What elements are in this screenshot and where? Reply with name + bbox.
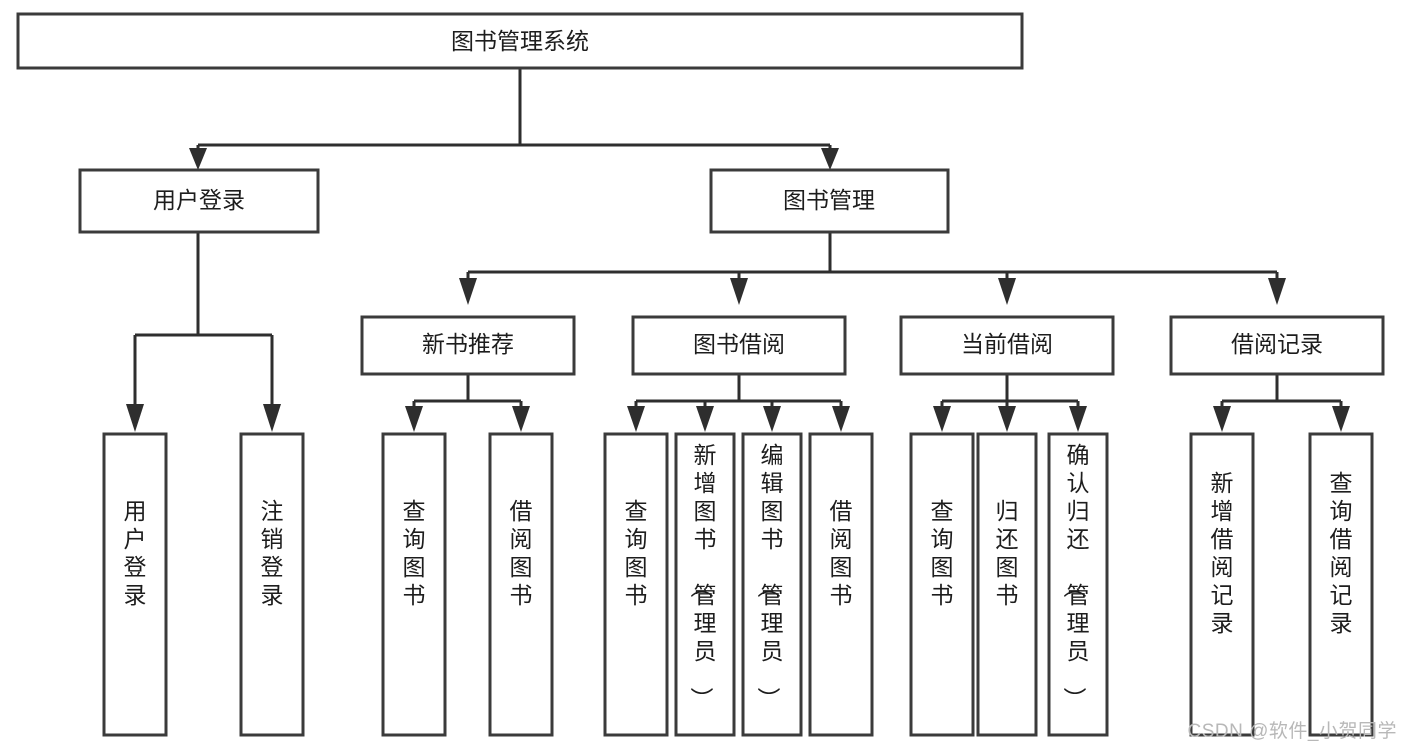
node-leaf-query-record[interactable]: 查询借阅记录	[1308, 432, 1374, 737]
arrowhead-leaf-query-book-3	[933, 406, 951, 432]
node-leaf-user-login-box[interactable]	[102, 432, 168, 737]
node-leaf-edit-book-label: 编辑图书（管理员）	[756, 442, 784, 710]
node-root-label: 图书管理系统	[451, 28, 589, 54]
node-leaf-borrow-book-1-box[interactable]	[488, 432, 554, 737]
node-book-manage-label: 图书管理	[783, 187, 875, 213]
node-user-login-label: 用户登录	[153, 187, 245, 213]
node-leaf-query-book-2[interactable]: 查询图书	[603, 432, 669, 737]
node-current-borrow[interactable]: 当前借阅	[899, 315, 1115, 376]
node-book-manage-box[interactable]	[709, 168, 950, 234]
node-leaf-return-book-box[interactable]	[976, 432, 1038, 737]
arrowhead-leaf-edit-book	[763, 406, 781, 432]
arrowhead-leaf-return-book	[998, 406, 1016, 432]
node-borrow-record[interactable]: 借阅记录	[1169, 315, 1385, 376]
arrowhead-leaf-borrow-book-1	[512, 406, 530, 432]
node-leaf-query-book-1-box[interactable]	[381, 432, 447, 737]
node-new-book-recommend-label: 新书推荐	[422, 331, 514, 357]
arrowhead-leaf-user-logout	[263, 404, 281, 432]
node-leaf-borrow-book-2[interactable]: 借阅图书	[808, 432, 874, 737]
node-current-borrow-box[interactable]	[899, 315, 1115, 376]
arrowhead-leaf-user-login	[126, 404, 144, 432]
node-leaf-query-record-box[interactable]	[1308, 432, 1374, 737]
node-leaf-query-book-1[interactable]: 查询图书	[381, 432, 447, 737]
node-leaf-add-book[interactable]: 新增图书（管理员）	[674, 432, 736, 737]
node-leaf-user-login[interactable]: 用户登录	[102, 432, 168, 737]
node-leaf-borrow-book-2-box[interactable]	[808, 432, 874, 737]
node-leaf-user-logout-label: 注销登录	[261, 498, 284, 608]
node-leaf-confirm-return[interactable]: 确认归还（管理员）	[1047, 432, 1109, 737]
arrowhead-leaf-borrow-book-2	[832, 406, 850, 432]
node-leaf-confirm-return-label: 确认归还（管理员）	[1062, 442, 1090, 710]
arrowhead-leaf-query-book-1	[405, 406, 423, 432]
arrowhead-leaf-query-book-2	[627, 406, 645, 432]
arrowhead-root-to-user-login	[189, 148, 207, 170]
arrowhead-leaf-query-record	[1332, 406, 1350, 432]
node-leaf-add-book-label: 新增图书（管理员）	[689, 442, 717, 710]
node-leaf-query-book-3-box[interactable]	[909, 432, 975, 737]
node-new-book-recommend-box[interactable]	[360, 315, 576, 376]
edges-layer	[126, 68, 1350, 432]
node-leaf-query-book-2-label: 查询图书	[625, 498, 648, 608]
node-leaf-borrow-book-1[interactable]: 借阅图书	[488, 432, 554, 737]
arrowhead-borrow-record	[1268, 278, 1286, 305]
nodes-layer: 图书管理系统 用户登录 图书管理 新书推荐 图书借阅 当前	[16, 12, 1385, 737]
arrowhead-current-borrow	[998, 278, 1016, 305]
node-leaf-borrow-book-2-label: 借阅图书	[830, 498, 853, 608]
node-leaf-return-book[interactable]: 归还图书	[976, 432, 1038, 737]
arrowhead-leaf-add-record	[1213, 406, 1231, 432]
node-leaf-user-login-label: 用户登录	[124, 498, 147, 608]
node-leaf-edit-book-box[interactable]	[741, 432, 803, 737]
node-leaf-confirm-return-box[interactable]	[1047, 432, 1109, 737]
node-leaf-borrow-book-1-label: 借阅图书	[510, 498, 533, 608]
node-leaf-query-book-1-label: 查询图书	[403, 498, 426, 608]
arrowhead-new-book-recommend	[459, 278, 477, 305]
node-root-box[interactable]	[16, 12, 1024, 70]
node-current-borrow-label: 当前借阅	[961, 331, 1053, 357]
node-leaf-add-record-label: 新增借阅记录	[1211, 470, 1234, 636]
node-borrow-record-box[interactable]	[1169, 315, 1385, 376]
watermark: CSDN @软件_小贺同学	[1187, 721, 1397, 742]
node-leaf-user-logout-box[interactable]	[239, 432, 305, 737]
node-leaf-edit-book[interactable]: 编辑图书（管理员）	[741, 432, 803, 737]
arrowhead-leaf-add-book	[696, 406, 714, 432]
node-book-borrow[interactable]: 图书借阅	[631, 315, 847, 376]
node-leaf-query-book-3[interactable]: 查询图书	[909, 432, 975, 737]
node-leaf-add-book-box[interactable]	[674, 432, 736, 737]
arrowhead-root-to-book-manage	[821, 148, 839, 170]
arrowhead-book-borrow	[730, 278, 748, 305]
node-leaf-return-book-label: 归还图书	[996, 498, 1019, 608]
node-book-borrow-label: 图书借阅	[693, 331, 785, 357]
node-new-book-recommend[interactable]: 新书推荐	[360, 315, 576, 376]
node-leaf-query-book-2-box[interactable]	[603, 432, 669, 737]
node-book-manage[interactable]: 图书管理	[709, 168, 950, 234]
node-root[interactable]: 图书管理系统	[16, 12, 1024, 70]
node-user-login-box[interactable]	[78, 168, 320, 234]
node-leaf-add-record-box[interactable]	[1189, 432, 1255, 737]
node-leaf-query-book-3-label: 查询图书	[931, 498, 954, 608]
node-leaf-user-logout[interactable]: 注销登录	[239, 432, 305, 737]
node-book-borrow-box[interactable]	[631, 315, 847, 376]
node-leaf-query-record-label: 查询借阅记录	[1330, 470, 1353, 636]
node-leaf-add-record[interactable]: 新增借阅记录	[1189, 432, 1255, 737]
node-borrow-record-label: 借阅记录	[1231, 331, 1323, 357]
node-user-login[interactable]: 用户登录	[78, 168, 320, 234]
arrowhead-leaf-confirm-return	[1069, 406, 1087, 432]
